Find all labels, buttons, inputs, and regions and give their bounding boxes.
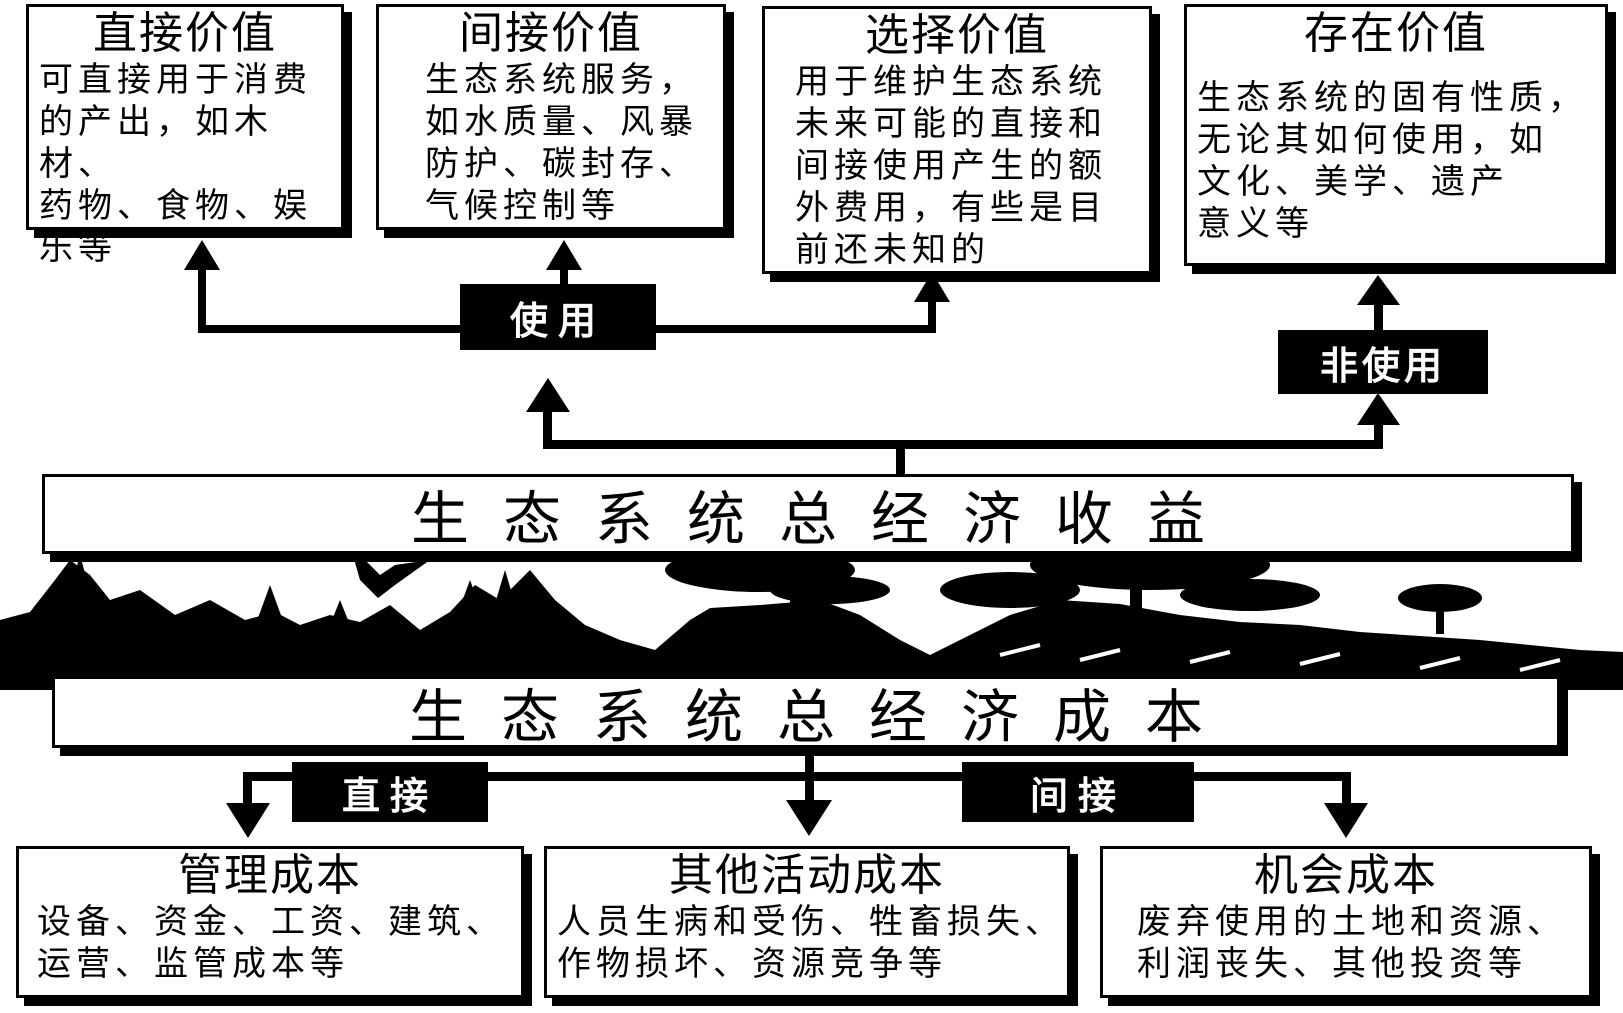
mountain-silhouette — [0, 560, 1623, 690]
other-activity-cost-title: 其他活动成本 — [669, 850, 945, 901]
opportunity-cost-box: 机会成本 废弃使用的土地和资源、 利润丧失、其他投资等 — [1100, 846, 1592, 998]
cost-split-line — [243, 772, 1351, 781]
arrow-head-nonuse — [1357, 393, 1400, 425]
other-activity-cost-box: 其他活动成本 人员生病和受伤、牲畜损失、 作物损坏、资源竞争等 — [544, 846, 1070, 998]
arrow-stem-nonuse — [1374, 420, 1383, 449]
arrow-head-direct — [184, 240, 220, 270]
total-benefit-band: 生态系统总经济收益 — [42, 474, 1574, 554]
total-benefit-label: 生态系统总经济收益 — [410, 485, 1239, 553]
existence-value-box: 存在价值 生态系统的固有性质， 无论其如何使用，如 文化、美学、遗产 意义等 — [1184, 4, 1608, 266]
tree-icon — [445, 580, 495, 648]
management-cost-title: 管理成本 — [178, 850, 362, 901]
tree-icon — [482, 570, 528, 648]
rock-texture — [999, 643, 1561, 672]
arrow-head-opportunity — [1324, 803, 1368, 838]
trunk-line — [896, 440, 905, 475]
indirect-value-desc: 生态系统服务， 如水质量、风暴 防护、碳封存、 气候控制等 — [425, 60, 698, 226]
indirect-tag: 间接 — [962, 762, 1194, 822]
tree-icon — [250, 585, 290, 640]
indirect-value-title: 间接价值 — [459, 8, 643, 59]
pine-tree-icon — [665, 548, 890, 620]
opportunity-cost-title: 机会成本 — [1254, 850, 1438, 901]
option-value-title: 选择价值 — [865, 10, 1049, 61]
arrow-stem-opportunity — [1342, 772, 1351, 807]
opportunity-cost-desc: 废弃使用的土地和资源、 利润丧失、其他投资等 — [1137, 902, 1566, 984]
total-cost-band: 生态系统总经济成本 — [52, 676, 1560, 751]
arrow-stem-indirect — [560, 265, 568, 290]
tree-icon — [62, 555, 98, 620]
tree-icon — [520, 600, 560, 650]
tree-icon — [322, 600, 358, 645]
non-use-tag: 非使用 — [1278, 330, 1488, 394]
arrow-stem-existence — [1374, 298, 1383, 330]
arrow-head-other — [786, 800, 832, 836]
direct-value-desc: 可直接用于消费 的产出，如木材、 药物、食物、娱 乐等 — [39, 60, 312, 268]
existence-value-desc: 生态系统的固有性质， 无论其如何使用，如 文化、美学、遗产 意义等 — [1197, 78, 1587, 244]
pine-tree-icon — [1398, 584, 1482, 634]
benefit-split-line — [543, 440, 1383, 449]
arrow-stem-use — [543, 405, 552, 449]
direct-value-title: 直接价值 — [93, 8, 277, 59]
existence-value-title: 存在价值 — [1304, 8, 1488, 59]
arrow-head-option — [914, 272, 950, 302]
other-activity-cost-desc: 人员生病和受伤、牲畜损失、 作物损坏、资源竞争等 — [557, 902, 1064, 984]
arrow-head-indirect — [546, 240, 582, 270]
total-cost-label: 生态系统总经济成本 — [408, 683, 1237, 751]
use-tag: 使用 — [460, 284, 656, 350]
arrow-head-mgmt — [226, 803, 270, 838]
option-value-desc: 用于维护生态系统 未来可能的直接和 间接使用产生的额 外费用，有些是目 前还未知… — [795, 62, 1107, 270]
arrow-head-use — [526, 378, 570, 412]
arrow-stem-mgmt — [243, 772, 252, 807]
indirect-value-box: 间接价值 生态系统服务， 如水质量、风暴 防护、碳封存、 气候控制等 — [376, 4, 726, 230]
management-cost-box: 管理成本 设备、资金、工资、建筑、 运营、监管成本等 — [16, 846, 524, 998]
arrow-head-existence — [1357, 275, 1400, 305]
bird-icon — [350, 545, 430, 598]
arrow-stem-direct — [198, 265, 206, 333]
option-value-box: 选择价值 用于维护生态系统 未来可能的直接和 间接使用产生的额 外费用，有些是目… — [762, 6, 1152, 274]
arrow-stem-option — [928, 300, 936, 333]
direct-value-box: 直接价值 可直接用于消费 的产出，如木材、 药物、食物、娱 乐等 — [26, 4, 344, 268]
direct-tag: 直接 — [292, 762, 488, 822]
management-cost-desc: 设备、资金、工资、建筑、 运营、监管成本等 — [37, 902, 505, 984]
tree-group-left — [55, 555, 560, 650]
